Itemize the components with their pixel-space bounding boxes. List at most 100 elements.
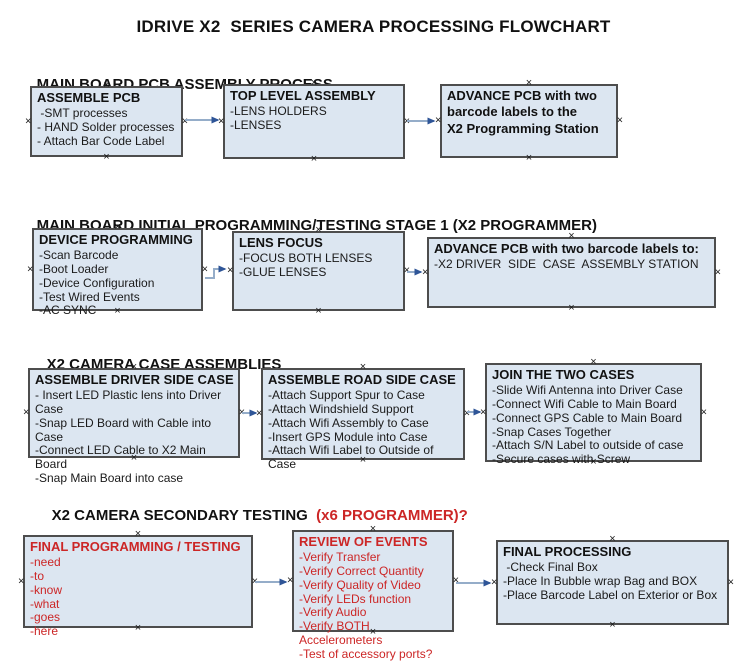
flow-box-join-the-two-cases: JOIN THE TWO CASES -Slide Wifi Antenna i… (480, 357, 707, 468)
box-title: ASSEMBLE DRIVER SIDE CASE (35, 372, 234, 387)
page-title: IDRIVE X2 SERIES CAMERA PROCESSING FLOWC… (136, 17, 611, 36)
box-item: -Verify Audio (299, 605, 367, 620)
connection-anchor-icon: × (201, 263, 208, 275)
connection-anchor-icon: × (435, 114, 442, 127)
connection-anchor-icon: × (181, 115, 188, 127)
connection-anchor-icon: × (714, 266, 721, 278)
flow-box-review-of-events: REVIEW OF EVENTS -Verify Transfer -Verif… (287, 524, 459, 661)
box-item: -AC SYNC (39, 303, 97, 318)
box-title: REVIEW OF EVENTS (299, 534, 428, 549)
box-item: -Insert GPS Module into Case (268, 429, 428, 444)
box-item: -Snap LED Board with Cable into Case (35, 415, 215, 444)
box-item: -LENS HOLDERS (230, 104, 327, 119)
box-item: -here (30, 624, 59, 639)
connection-anchor-icon: × (238, 406, 245, 419)
connection-anchor-icon: × (218, 115, 225, 127)
box-item: -Attach Windshield Support (268, 402, 414, 417)
flow-box-final-programming-testing: FINAL PROGRAMMING / TESTING -need -to -k… (18, 529, 258, 639)
connection-anchor-icon: × (23, 406, 30, 419)
connection-anchor-icon: × (287, 574, 294, 587)
connection-anchor-icon: × (609, 533, 616, 545)
connection-anchor-icon: × (590, 356, 597, 368)
box-item: -Boot Loader (39, 262, 109, 277)
box-title: DEVICE PROGRAMMING (39, 232, 193, 247)
box-title: ADVANCE PCB with two barcode labels to: (434, 241, 699, 256)
box-item: -Place Barcode Label on Exterior or Box (503, 587, 718, 602)
connection-anchor-icon: × (525, 77, 533, 89)
connection-anchor-icon: × (609, 619, 616, 631)
box-item: -FOCUS BOTH LENSES (239, 251, 373, 266)
box-item: - Attach Bar Code Label (37, 133, 165, 148)
box-title: ADVANCE PCB with two barcode labels to t… (447, 88, 599, 136)
box-item: -GLUE LENSES (239, 265, 327, 280)
box-item: -Scan Barcode (39, 248, 119, 263)
connection-anchor-icon: × (18, 575, 25, 587)
box-title: LENS FOCUS (239, 235, 323, 250)
box-item: -Attach Support Spur to Case (268, 388, 425, 403)
box-item: -Device Configuration (39, 275, 155, 290)
flow-box-assemble-pcb: ASSEMBLE PCB -SMT processes - HAND Solde… (25, 80, 188, 163)
section-header-red-suffix: (x6 PROGRAMMER)? (316, 507, 468, 524)
flow-box-lens-focus: LENS FOCUS -FOCUS BOTH LENSES -GLUE LENS… (227, 225, 410, 317)
box-item: -LENSES (230, 118, 282, 133)
connection-anchor-icon: × (359, 361, 367, 373)
box-item: -Verify Transfer (299, 550, 381, 565)
connection-anchor-icon: × (103, 151, 110, 163)
box-item: -Connect LED Cable to X2 Main Board (35, 443, 210, 472)
flow-box-device-programming: DEVICE PROGRAMMING -Scan Barcode -Boot L… (27, 222, 208, 318)
flow-box-advance-pcb-programming-station: ADVANCE PCB with two barcode labels to t… (435, 78, 623, 164)
flow-box-assemble-road-side-case: ASSEMBLE ROAD SIDE CASE -Attach Support … (256, 362, 470, 472)
flow-box-advance-pcb-driver-side: ADVANCE PCB with two barcode labels to: … (422, 231, 721, 314)
box-item: -Attach Wifi Label to Outside of Case (268, 443, 437, 472)
box-item: -Verify Correct Quantity (299, 564, 424, 579)
connection-anchor-icon: × (25, 115, 32, 127)
box-item: -X2 DRIVER SIDE CASE ASSEMBLY STATION (434, 257, 699, 272)
connection-anchor-icon: × (310, 153, 318, 165)
box-item: -Verify Quality of Video (299, 577, 421, 592)
connection-anchor-icon: × (256, 407, 263, 420)
connection-anchor-icon: × (403, 115, 410, 127)
connection-anchor-icon: × (452, 574, 459, 587)
box-item: -Connect Wifi Cable to Main Board (492, 397, 677, 412)
box-title: TOP LEVEL ASSEMBLY (230, 88, 376, 103)
box-item: -Place In Bubble wrap Bag and BOX (503, 574, 698, 589)
flow-box-top-level-assembly: TOP LEVEL ASSEMBLY -LENS HOLDERS -LENSES… (218, 78, 410, 165)
box-item: -know (30, 582, 63, 597)
connector-arrow (205, 265, 227, 279)
box-title: FINAL PROCESSING (503, 544, 632, 559)
flow-box-assemble-driver-side-case: ASSEMBLE DRIVER SIDE CASE - Insert LED P… (23, 362, 245, 485)
connection-anchor-icon: × (727, 576, 734, 588)
box-item: -to (30, 569, 45, 584)
box-item: -what (30, 596, 60, 611)
section-header-text: X2 CAMERA SECONDARY TESTING (51, 507, 317, 524)
connection-anchor-icon: × (315, 305, 322, 317)
box-title: ASSEMBLE PCB (37, 90, 141, 105)
box-item: -need (30, 555, 61, 570)
connection-anchor-icon: × (27, 263, 34, 275)
box-item: -Test Wired Events (39, 289, 140, 304)
box-item: -SMT processes (37, 106, 128, 121)
box-item: -goes (30, 610, 61, 625)
connection-anchor-icon: × (463, 407, 470, 420)
connection-anchor-icon: × (422, 266, 429, 278)
box-item: -Snap Main Board into case (35, 471, 184, 486)
connection-anchor-icon: × (568, 302, 575, 314)
box-item: -Check Final Box (503, 560, 598, 575)
box-item: -Secure cases with Screw (492, 452, 631, 467)
box-item: -Connect GPS Cable to Main Board (492, 410, 683, 425)
connection-anchor-icon: × (616, 114, 623, 127)
box-title: ASSEMBLE ROAD SIDE CASE (268, 372, 456, 387)
connection-anchor-icon: × (403, 264, 410, 277)
box-item: - Insert LED Plastic lens into Driver Ca… (35, 388, 225, 417)
section-header-secondary-testing: X2 CAMERA SECONDARY TESTING (x6 PROGRAMM… (35, 490, 468, 541)
box-item: -Attach S/N Label to outside of case (492, 438, 684, 453)
box-item: -Test of accessory ports? (299, 646, 433, 661)
connection-anchor-icon: × (525, 152, 533, 164)
box-item: -Attach Wifi Assembly to Case (268, 415, 429, 430)
connection-anchor-icon: × (700, 406, 707, 418)
connection-anchor-icon: × (491, 576, 498, 588)
box-item: -Slide Wifi Antenna into Driver Case (492, 383, 683, 398)
box-item: -Snap Cases Together (492, 424, 612, 439)
connection-anchor-icon: × (251, 575, 258, 587)
box-item: -Verify BOTH Accelerometers (299, 619, 383, 648)
